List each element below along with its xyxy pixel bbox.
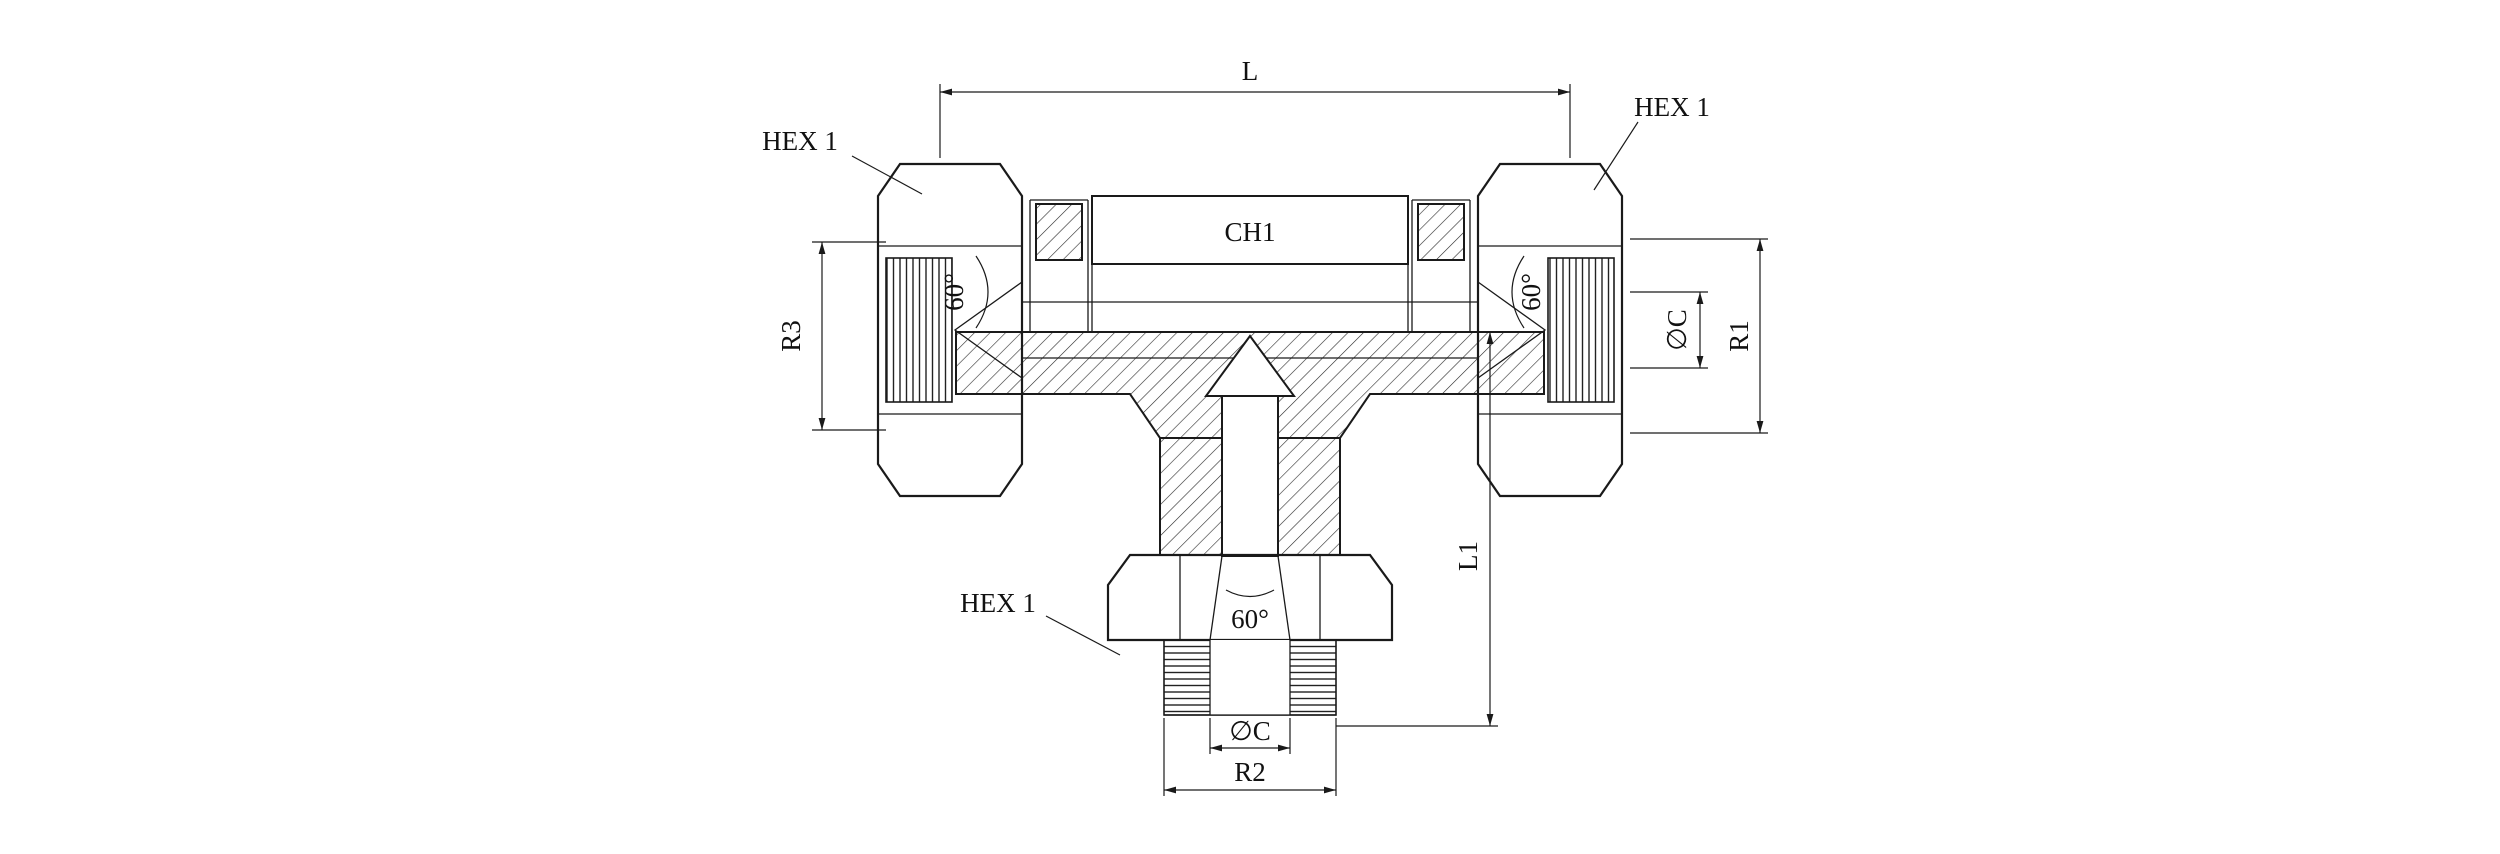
dimension-R2: R2 <box>1163 718 1337 796</box>
center-hex-body: CH1 <box>1029 195 1471 332</box>
branch-bore <box>1221 393 1279 557</box>
left-internal-thread <box>885 257 953 403</box>
branch-wall-left <box>1159 437 1223 556</box>
dimension-R3: R3 <box>776 241 886 431</box>
dimension-L: L <box>939 56 1571 158</box>
dimension-R1-label: R1 <box>1724 320 1754 352</box>
dimension-R3-label: R3 <box>776 320 806 352</box>
dimension-R1: R1 <box>1630 238 1768 434</box>
right-cone-seat <box>1477 281 1547 379</box>
hex-right-label: HEX 1 <box>1634 92 1710 122</box>
left-collar-section <box>1035 203 1083 261</box>
angle-right-label: 60° <box>1516 273 1546 311</box>
bottom-angle-arc <box>1225 589 1275 598</box>
right-angle-arc <box>1511 255 1525 329</box>
center-drill-cone <box>1204 334 1296 397</box>
dimension-diaC-right-label: ∅C <box>1662 309 1692 351</box>
callout-hex-left: HEX 1 <box>762 126 923 195</box>
ch1-hex-face <box>1091 195 1409 265</box>
right-collar-section <box>1417 203 1465 261</box>
callout-hex-right: HEX 1 <box>1593 92 1710 191</box>
hex-left-label: HEX 1 <box>762 126 838 156</box>
left-cone-seat <box>953 281 1023 379</box>
callout-hex-bottom: HEX 1 <box>960 588 1121 656</box>
angle-labels: 60° 60° 60° <box>939 273 1546 634</box>
dimension-diaC-right: ∅C <box>1630 291 1708 369</box>
left-swivel-nut <box>876 162 1024 498</box>
dimension-diaC-bottom-label: ∅C <box>1229 716 1271 746</box>
branch-wall-right <box>1277 437 1341 556</box>
dimension-L1: L1 <box>1336 332 1498 727</box>
dimension-R2-label: R2 <box>1234 757 1266 787</box>
right-internal-thread <box>1547 257 1615 403</box>
angle-left-label: 60° <box>939 273 969 311</box>
bottom-cone-seat <box>1209 555 1291 641</box>
right-swivel-nut <box>1476 162 1624 498</box>
angle-bottom-label: 60° <box>1231 604 1269 634</box>
dimension-L-label: L <box>1242 56 1259 86</box>
dimension-L1-label: L1 <box>1453 541 1483 571</box>
hex-bottom-label: HEX 1 <box>960 588 1036 618</box>
ch1-label: CH1 <box>1224 217 1275 247</box>
dimension-diaC-bottom: ∅C <box>1209 716 1291 754</box>
bottom-bore <box>1210 640 1290 715</box>
bottom-nut <box>1106 553 1394 716</box>
left-angle-arc <box>975 255 989 329</box>
